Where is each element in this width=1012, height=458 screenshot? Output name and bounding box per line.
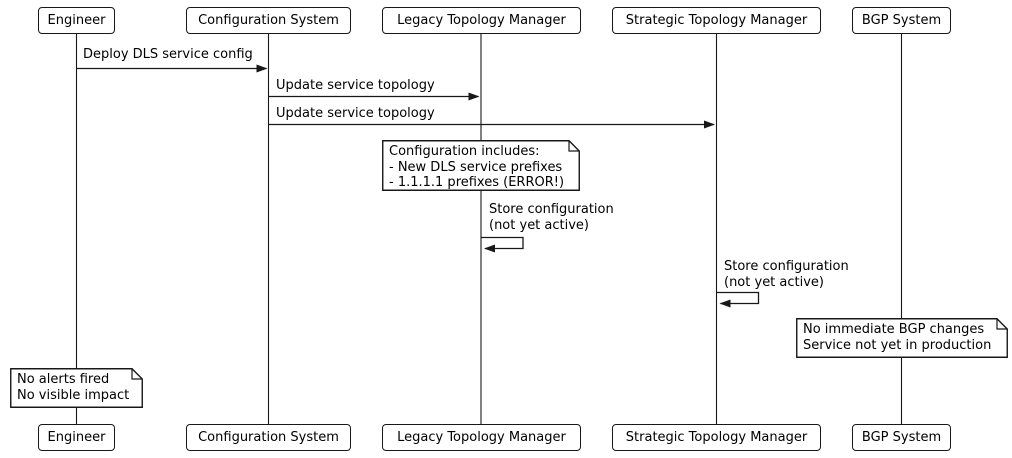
note-no-alerts-fired: No alerts fired No visible impact — [10, 368, 143, 408]
note-body — [10, 368, 143, 408]
self-message-line: (not yet active) — [489, 217, 590, 233]
note-fold-icon — [568, 140, 580, 152]
message-label-update-topology-legacy: Update service topology — [276, 78, 435, 93]
participant-bottom-legacy-topology-manager: Legacy Topology Manager — [382, 424, 581, 451]
self-message-line: Store configuration — [724, 259, 849, 274]
note-line: Configuration includes: — [389, 144, 540, 159]
participant-top-legacy-topology-manager: Legacy Topology Manager — [382, 7, 581, 34]
participant-top-engineer: Engineer — [38, 7, 115, 34]
participant-top-configuration-system: Configuration System — [186, 7, 351, 34]
self-message-arrow-strategic-store-config — [717, 291, 760, 308]
note-line: No visible impact — [17, 387, 130, 403]
participant-bottom-engineer: Engineer — [38, 424, 115, 451]
participant-label: Configuration System — [198, 13, 339, 28]
participant-label: Strategic Topology Manager — [625, 430, 808, 445]
note-fold-icon — [996, 318, 1008, 330]
note-outline — [796, 318, 1008, 358]
participant-label: Legacy Topology Manager — [397, 430, 566, 445]
note-no-immediate-bgp-changes: No immediate BGP changes Service not yet… — [796, 318, 1008, 358]
note-outline — [382, 140, 580, 191]
note-body — [796, 318, 1008, 358]
participant-label: BGP System — [861, 430, 942, 445]
participant-label: BGP System — [861, 13, 942, 28]
participant-label: Engineer — [47, 13, 106, 28]
note-outline — [10, 368, 143, 408]
note-line: No alerts fired — [17, 372, 110, 387]
self-message-line: (not yet active) — [724, 274, 825, 290]
participant-label: Engineer — [47, 430, 106, 445]
note-line: Service not yet in production — [803, 337, 992, 353]
self-message-line: Store configuration — [489, 202, 614, 217]
note-body — [382, 140, 580, 191]
note-line: - New DLS service prefixes — [389, 159, 563, 175]
note-text: Configuration includes: - New DLS servic… — [389, 144, 564, 191]
message-label-update-topology-strategic: Update service topology — [276, 106, 435, 121]
self-message-arrow-legacy-store-config — [481, 236, 524, 253]
participant-label: Strategic Topology Manager — [625, 13, 808, 28]
participant-bottom-bgp-system: BGP System — [852, 424, 951, 451]
participant-bottom-strategic-topology-manager: Strategic Topology Manager — [612, 424, 821, 451]
note-line: - 1.1.1.1 prefixes (ERROR!) — [389, 175, 565, 190]
participant-label: Configuration System — [198, 430, 339, 445]
note-configuration-includes: Configuration includes: - New DLS servic… — [382, 140, 580, 191]
note-text: No immediate BGP changes Service not yet… — [803, 322, 991, 353]
message-label-deploy-dls-config: Deploy DLS service config — [83, 47, 253, 62]
note-line: No immediate BGP changes — [803, 322, 985, 337]
participant-bottom-configuration-system: Configuration System — [186, 424, 351, 451]
self-message-label-legacy-store: Store configuration (not yet active) — [489, 202, 614, 233]
participant-top-bgp-system: BGP System — [852, 7, 951, 34]
note-fold-icon — [131, 368, 143, 380]
note-text: No alerts fired No visible impact — [17, 372, 129, 403]
participant-top-strategic-topology-manager: Strategic Topology Manager — [612, 7, 821, 34]
self-message-label-strategic-store: Store configuration (not yet active) — [724, 259, 849, 290]
participant-label: Legacy Topology Manager — [397, 13, 566, 28]
